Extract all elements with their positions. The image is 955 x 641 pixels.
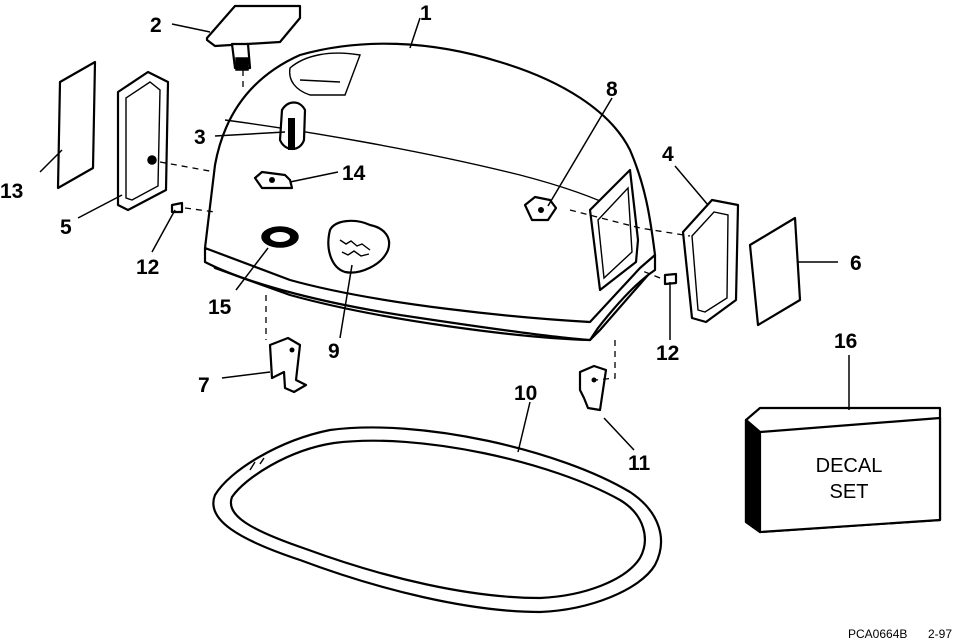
decal-box-line2: SET	[830, 481, 869, 503]
screw-left	[170, 201, 184, 214]
screw-right	[663, 272, 678, 286]
callout-labels: 1 2 3 4 5 6 7 8 9 10 11 12 12 13 14 15 1…	[0, 2, 862, 475]
callout-6: 6	[850, 252, 862, 275]
figure-code: PCA0664B	[848, 627, 907, 641]
callout-9: 9	[328, 340, 340, 363]
gasket-left	[56, 60, 97, 190]
alignment-lines	[159, 70, 691, 381]
bracket-front	[268, 336, 308, 394]
callout-12-left: 12	[136, 256, 159, 279]
callout-14: 14	[342, 162, 366, 185]
gasket-right	[748, 216, 802, 327]
motor-cover	[203, 42, 657, 342]
decal-box-line1: DECAL	[816, 455, 883, 477]
cover-seal	[212, 426, 663, 614]
callout-10: 10	[514, 382, 537, 405]
callout-8: 8	[606, 78, 618, 101]
cover-cap	[205, 4, 302, 71]
callout-1: 1	[420, 2, 432, 25]
callout-11: 11	[628, 452, 651, 475]
callout-15: 15	[208, 296, 232, 319]
decal-set-box: DECAL SET	[744, 406, 942, 534]
callout-2: 2	[150, 14, 162, 37]
callout-5: 5	[60, 216, 72, 239]
bracket-rear	[578, 364, 608, 412]
leader-lines	[39, 17, 850, 453]
callout-12-right: 12	[656, 342, 679, 365]
callout-4: 4	[662, 143, 674, 166]
window-frame	[681, 198, 740, 324]
callout-7: 7	[198, 374, 210, 397]
side-pad-left	[116, 70, 170, 212]
figure-date: 2-97	[928, 627, 952, 641]
callout-13: 13	[0, 180, 23, 203]
latch-bracket	[253, 170, 294, 190]
callout-3: 3	[194, 126, 206, 149]
callout-16: 16	[834, 330, 857, 353]
